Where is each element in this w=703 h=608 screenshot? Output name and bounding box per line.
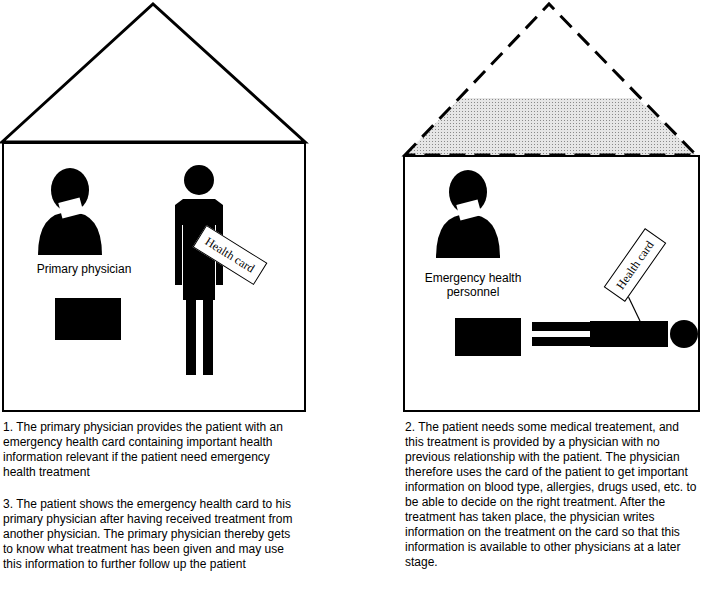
patient-head [184,165,214,195]
house-roof [2,4,305,142]
face-paper [456,199,481,220]
role-label: Emergency health personnel [415,271,531,299]
card-text: Health card [203,234,258,275]
health-card: Health card [604,228,667,302]
step-description: 2. The patient needs some medical treate… [405,420,699,570]
card-text: Health card [613,238,656,292]
role-label: Primary physician [30,262,138,276]
face-paper [58,197,83,218]
step-description: 3. The patient shows the emergency healt… [3,497,303,572]
physician-shoulders [38,212,102,255]
patient-head [670,320,698,348]
lying-patient [532,321,668,347]
standing-patient [175,199,223,375]
roof-shading [405,98,696,155]
card-string [628,296,640,321]
dashed-roof [405,4,696,155]
desk [455,318,521,356]
health-card: Health card [193,225,268,285]
desk [55,298,121,340]
house-room: Primary physician Health card [2,142,306,412]
step-description: 1. The primary physician provides the pa… [3,420,303,480]
house-room: Emergency health personnel Health card [403,155,700,412]
physician-shoulders [436,214,500,258]
